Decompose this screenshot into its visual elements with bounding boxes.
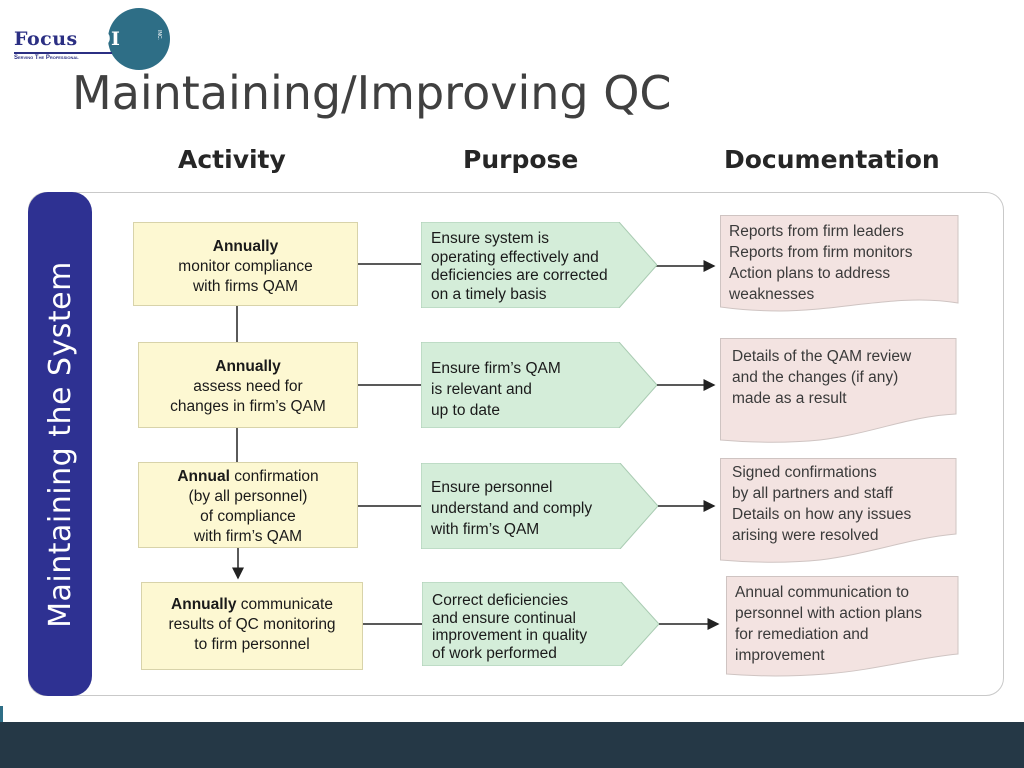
purpose-1-line-4: on a timely basis	[431, 285, 547, 303]
logo-word-focus: Focus	[14, 28, 78, 50]
documentation-1-line-2: Reports from firm monitors	[729, 244, 913, 261]
purpose-1-line-3: deficiencies are corrected	[431, 267, 608, 284]
logo-circle	[108, 8, 170, 70]
activity-2-frequency: Annually	[215, 358, 281, 375]
documentation-4-line-2: personnel with action plans	[735, 605, 922, 622]
purpose-box-4: Correct deficiencies and ensure continua…	[422, 582, 659, 666]
activity-1-line-1: monitor compliance	[178, 258, 313, 275]
documentation-4-line-1: Annual communication to	[735, 584, 910, 601]
slide-title: Maintaining/Improving QC	[72, 66, 672, 120]
documentation-1-line-1: Reports from firm leaders	[729, 223, 904, 240]
activity-box-2: Annually assess need for changes in firm…	[138, 342, 358, 428]
logo-tagline: Serving the Professional	[14, 55, 79, 61]
purpose-4-line-2: and ensure continual	[432, 609, 576, 627]
purpose-4-line-4: of work performed	[432, 644, 557, 662]
activity-box-4: Annually communicate results of QC monit…	[141, 582, 363, 670]
activity-box-3: Annual confirmation (by all personnel) o…	[138, 462, 358, 548]
purpose-3-line-3: with firm’s QAM	[431, 521, 540, 538]
focusroi-logo: FocusROI INC. Serving the Professional	[8, 6, 170, 72]
activity-4-frequency: Annually	[171, 596, 237, 613]
documentation-4-line-4: improvement	[735, 647, 825, 664]
documentation-3-line-3: Details on how any issues	[732, 506, 912, 523]
purpose-1-line-1: Ensure system is	[431, 230, 550, 247]
column-header-purpose: Purpose	[463, 145, 579, 174]
logo-wordmark: FocusROI	[14, 28, 120, 50]
footer-bar	[0, 722, 1024, 768]
documentation-box-3: Signed confirmations by all partners and…	[720, 458, 960, 566]
documentation-4-line-3: for remediation and	[735, 626, 869, 643]
purpose-4-line-3: improvement in quality	[432, 627, 588, 644]
purpose-2-line-2: is relevant and	[431, 381, 532, 398]
column-header-activity: Activity	[178, 145, 286, 174]
documentation-2-line-1: Details of the QAM review	[732, 348, 912, 365]
documentation-3-line-2: by all partners and staff	[732, 485, 893, 502]
activity-2-line-2: changes in firm’s QAM	[170, 398, 326, 415]
purpose-3-line-1: Ensure personnel	[431, 479, 553, 496]
activity-3-line-1: (by all personnel)	[188, 488, 308, 505]
activity-3-line-2: of compliance	[200, 508, 296, 525]
activity-box-1: Annually monitor compliance with firms Q…	[133, 222, 358, 306]
logo-word-roi: ROI	[77, 28, 121, 50]
logo-inc: INC.	[156, 30, 162, 40]
purpose-box-2: Ensure firm’s QAM is relevant and up to …	[421, 342, 657, 428]
purpose-3-line-2: understand and comply	[431, 500, 593, 517]
purpose-box-1: Ensure system is operating effectively a…	[421, 222, 657, 308]
activity-4-line-0: communicate	[236, 596, 333, 613]
activity-3-line-3: with firm’s QAM	[193, 528, 303, 545]
activity-1-frequency: Annually	[212, 238, 279, 255]
purpose-box-3: Ensure personnel understand and comply w…	[421, 463, 658, 549]
activity-4-line-1: results of QC monitoring	[168, 616, 336, 633]
footer-accent	[0, 706, 3, 722]
purpose-2-line-1: Ensure firm’s QAM	[431, 360, 561, 377]
activity-4-line-2: to firm personnel	[194, 636, 310, 653]
sidebar-band	[28, 192, 92, 696]
purpose-2-line-3: up to date	[431, 402, 500, 419]
activity-2-line-1: assess need for	[193, 378, 303, 395]
logo-underline	[14, 52, 112, 54]
documentation-2-line-2: and the changes (if any)	[732, 369, 899, 386]
column-header-documentation: Documentation	[724, 145, 940, 174]
documentation-3-line-4: arising were resolved	[732, 527, 879, 544]
documentation-2-line-3: made as a result	[732, 390, 847, 407]
documentation-box-2: Details of the QAM review and the change…	[720, 338, 960, 444]
activity-1-line-2: with firms QAM	[192, 278, 299, 295]
activity-3-frequency: Annual	[177, 468, 230, 485]
activity-3-line-0: confirmation	[229, 468, 319, 485]
documentation-box-4: Annual communication to personnel with a…	[726, 576, 960, 680]
documentation-1-line-3: Action plans to address	[729, 265, 891, 282]
documentation-box-1: Reports from firm leaders Reports from f…	[720, 215, 960, 315]
documentation-1-line-4: weaknesses	[729, 286, 815, 303]
purpose-4-line-1: Correct deficiencies	[432, 592, 569, 609]
purpose-1-line-2: operating effectively and	[431, 248, 599, 266]
documentation-3-line-1: Signed confirmations	[732, 464, 877, 481]
